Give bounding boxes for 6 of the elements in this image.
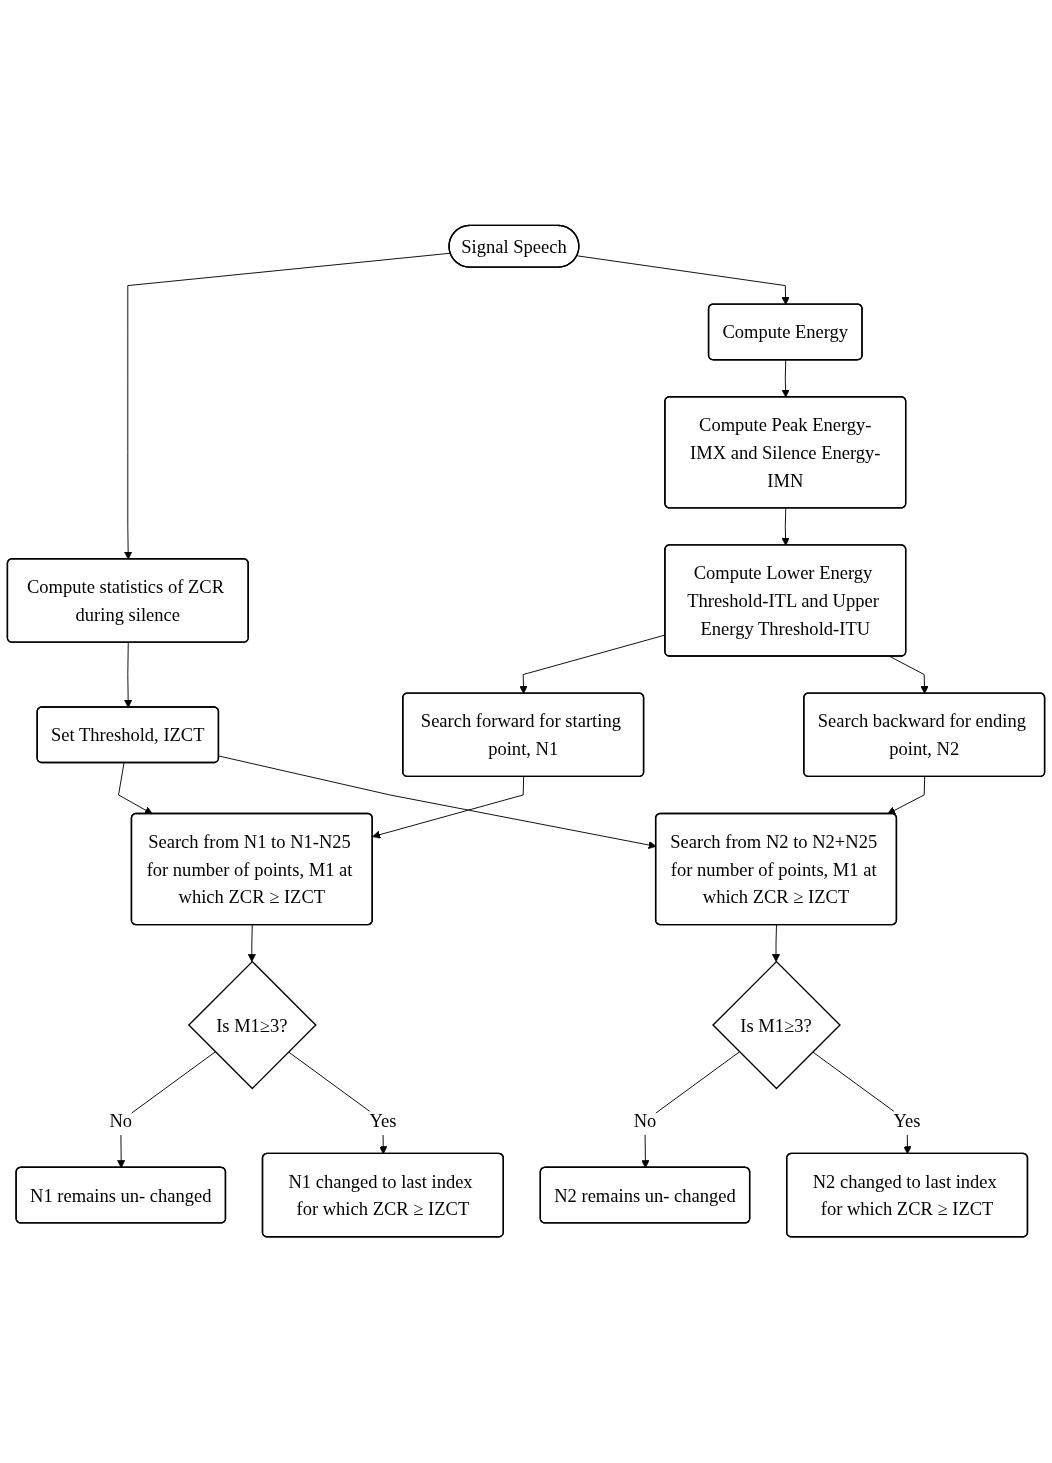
node-diamond: Is M1≥3? (187, 961, 317, 1090)
edge-label: Yes (893, 1111, 921, 1132)
node-diamond: Is M1≥3? (712, 961, 841, 1090)
edge-label: No (633, 1111, 657, 1132)
edge-label: Yes (369, 1111, 397, 1132)
edge-label: No (109, 1111, 133, 1132)
